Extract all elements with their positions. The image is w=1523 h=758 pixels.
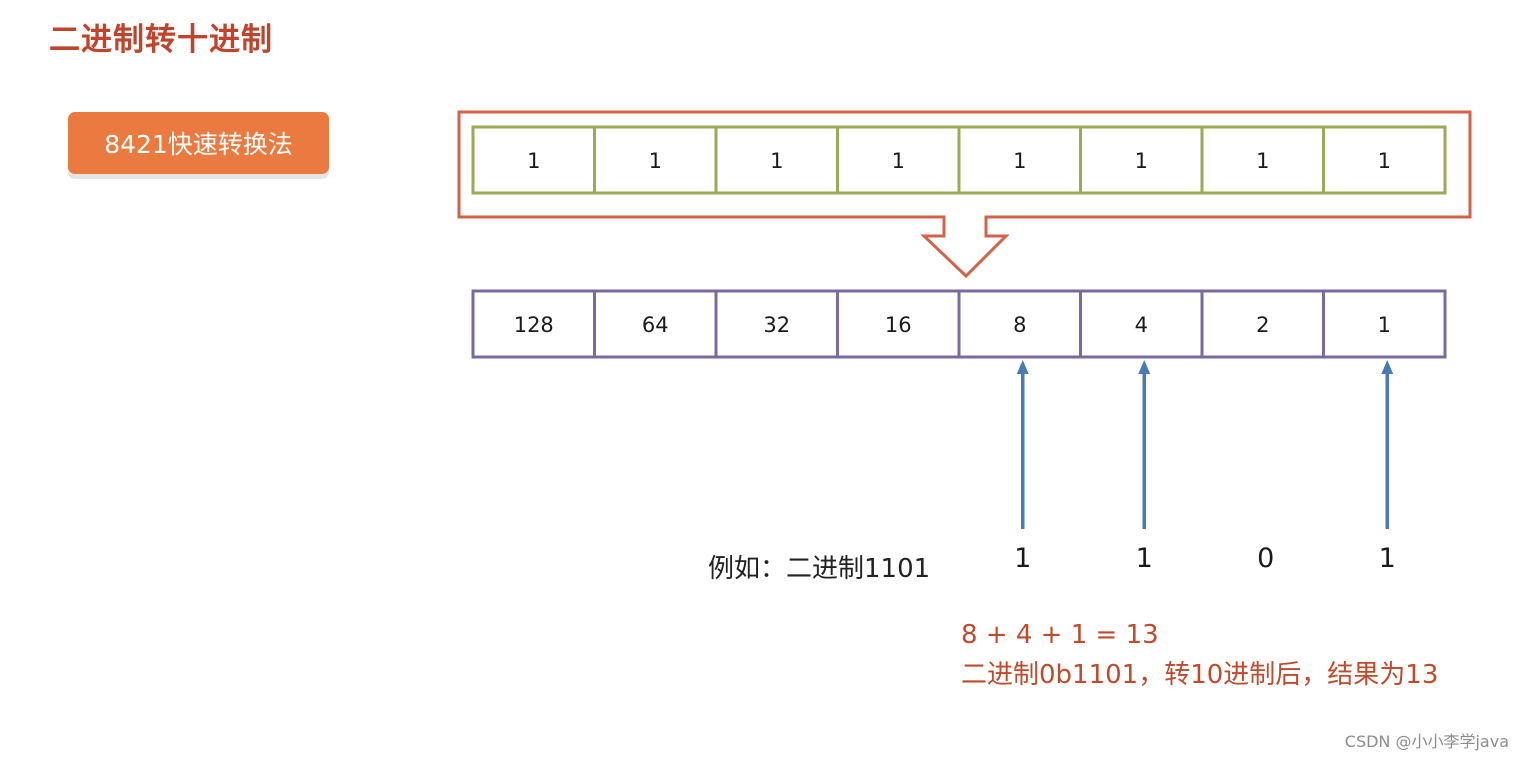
result-text: 二进制0b1101，转10进制后，结果为13 (961, 660, 1439, 690)
bit-cell-value: 1 (770, 149, 783, 173)
bit-cell-value: 1 (649, 149, 662, 173)
weight-cell-value: 2 (1256, 313, 1269, 337)
bit-cell (1322, 125, 1447, 195)
example-label: 例如：二进制1101 (708, 554, 931, 584)
weight-cell-value: 4 (1135, 313, 1148, 337)
example-digit: 0 (1257, 543, 1274, 574)
bit-cell-value: 1 (892, 149, 905, 173)
result-sum: 8 + 4 + 1 = 13 (961, 620, 1159, 650)
method-badge: 8421快速转换法 (68, 112, 329, 174)
bit-cell-value: 1 (527, 149, 540, 173)
weight-cell (1322, 289, 1447, 359)
example-digit: 1 (1136, 543, 1153, 574)
weight-cell-value: 8 (1013, 313, 1026, 337)
bit-cell-value: 1 (1135, 149, 1148, 173)
bit-cell-value: 1 (1378, 149, 1391, 173)
weight-cell-value: 128 (514, 313, 554, 337)
arrow-head (1138, 360, 1151, 374)
callout-frame (457, 110, 1472, 279)
example-digits: 1 1 0 1 (1014, 543, 1396, 574)
bit-cell-value: 1 (1256, 149, 1269, 173)
example-digit: 1 (1014, 543, 1031, 574)
pointer-arrows (1016, 360, 1394, 529)
watermark: CSDN @小小李学java (1344, 732, 1509, 751)
bit-cell-value: 1 (1013, 149, 1026, 173)
weight-cell-value: 1 (1378, 313, 1391, 337)
arrow-head (1381, 360, 1394, 374)
weight-cell-value: 16 (885, 313, 912, 337)
weight-cell-value: 32 (763, 313, 790, 337)
example-digit: 1 (1379, 543, 1396, 574)
arrow-head (1016, 360, 1029, 374)
weight-cell-value: 64 (642, 313, 669, 337)
weights-row: 128 64 32 16 8 4 2 1 (471, 289, 1447, 359)
bits-row: 1 1 1 1 1 1 1 1 (471, 125, 1447, 195)
page-title: 二进制转十进制 (49, 22, 273, 58)
